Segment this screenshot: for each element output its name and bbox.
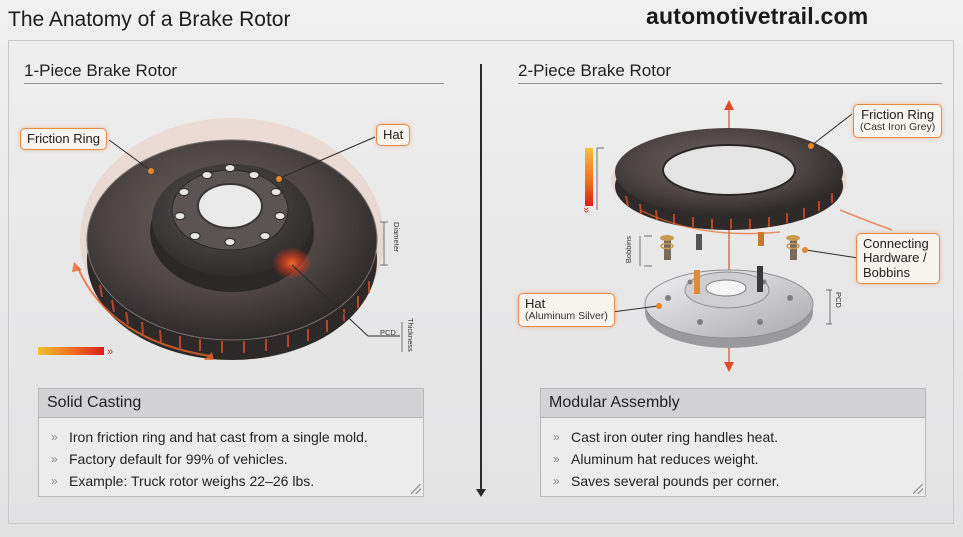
bullet-icon: » [51, 452, 58, 466]
list-item: »Cast iron outer ring handles heat. [553, 426, 925, 448]
panel-solid-casting: Solid Casting »Iron friction ring and ha… [38, 388, 424, 497]
friction-ring-text: Friction Ring [861, 107, 935, 122]
page-title: The Anatomy of a Brake Rotor [8, 8, 291, 31]
bullet-icon: » [553, 474, 560, 488]
modular-assembly-list: »Cast iron outer ring handles heat. »Alu… [541, 418, 925, 492]
bullet-icon: » [553, 452, 560, 466]
content-frame [8, 40, 954, 524]
label-hat-left: Hat [376, 124, 411, 147]
bullet-icon: » [51, 430, 58, 444]
section-title-2-piece: 2-Piece Brake Rotor [518, 61, 672, 80]
svg-text:»: » [107, 346, 113, 358]
brand-watermark: automotivetrail.com [646, 3, 869, 29]
dim-bobbins: Bobbins [624, 236, 633, 264]
bullet-icon: » [553, 430, 560, 444]
svg-text:»: » [580, 207, 592, 213]
dim-diameter: Diameter [392, 222, 401, 253]
resize-grip-icon [913, 484, 923, 494]
label-friction-ring-left: Friction Ring [20, 128, 107, 151]
section-title-1-piece: 1-Piece Brake Rotor [24, 61, 178, 80]
list-item: »Example: Truck rotor weighs 22–26 lbs. [51, 470, 423, 492]
bullet-icon: » [51, 474, 58, 488]
hat-text: Hat [525, 296, 546, 311]
two-piece-rotor: » [580, 100, 893, 372]
dim-thickness: Thickness [406, 318, 415, 352]
one-piece-rotor: » [38, 118, 403, 360]
bobbin-hardware [660, 232, 800, 260]
hat-subtext: (Aluminum Silver) [525, 310, 608, 323]
dim-pcd-right: PCD [834, 292, 843, 308]
panel-modular-assembly: Modular Assembly »Cast iron outer ring h… [540, 388, 926, 497]
section-rule-left [24, 83, 444, 84]
list-item: »Factory default for 99% of vehicles. [51, 448, 423, 470]
resize-grip-icon [411, 484, 421, 494]
divider-arrow-icon [476, 489, 486, 497]
section-rule-right [518, 83, 942, 84]
solid-casting-list: »Iron friction ring and hat cast from a … [39, 418, 423, 492]
list-item: »Saves several pounds per corner. [553, 470, 925, 492]
label-connecting-hardware: Connecting Hardware / Bobbins [856, 233, 940, 284]
list-item: »Aluminum hat reduces weight. [553, 448, 925, 470]
friction-ring-subtext: (Cast Iron Grey) [860, 121, 936, 134]
label-hat-right: Hat (Aluminum Silver) [518, 293, 615, 327]
panel-title-modular-assembly: Modular Assembly [541, 389, 925, 418]
center-divider [480, 64, 482, 492]
panel-title-solid-casting: Solid Casting [39, 389, 423, 418]
list-item: »Iron friction ring and hat cast from a … [51, 426, 423, 448]
dim-pcd-left: PCD [380, 328, 396, 337]
label-friction-ring-right: Friction Ring (Cast Iron Grey) [853, 104, 943, 138]
